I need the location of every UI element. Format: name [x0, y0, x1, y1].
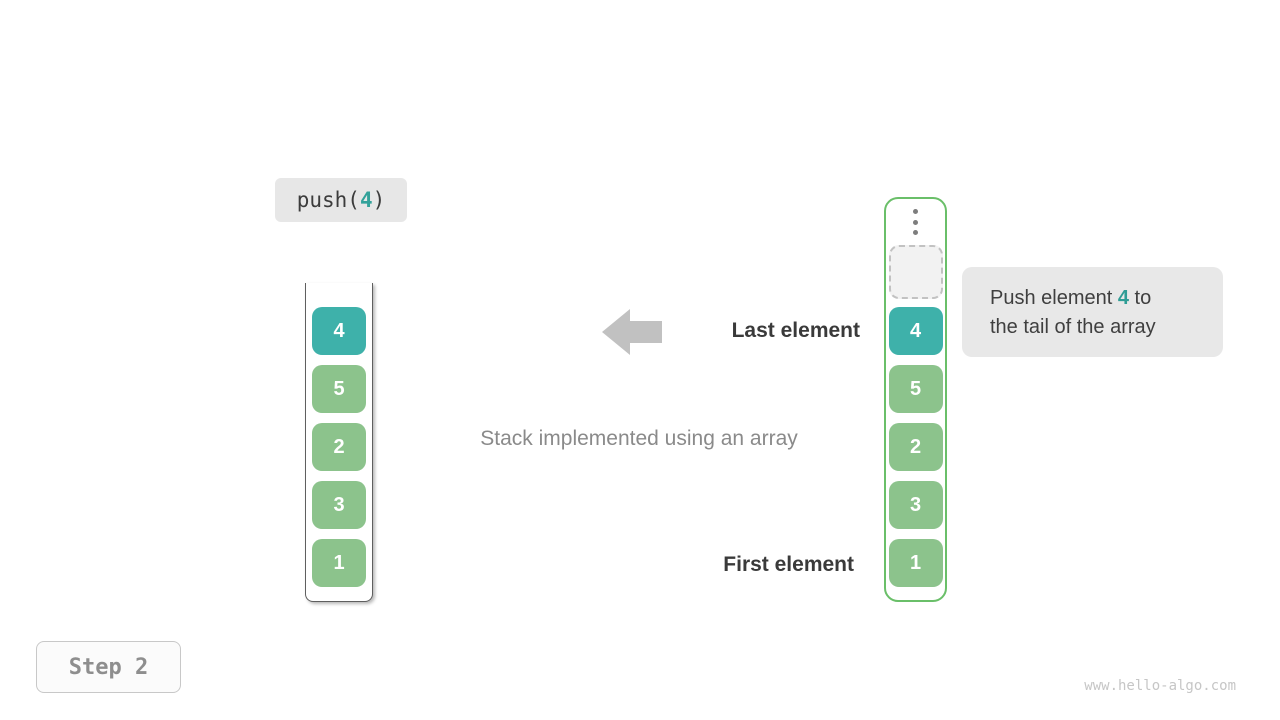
operation-suffix: ): [372, 188, 386, 212]
callout-value: 4: [1117, 287, 1129, 309]
first-element-label: First element: [723, 553, 854, 576]
stack-item: 4: [312, 307, 366, 355]
callout-line1-post: to: [1128, 287, 1152, 309]
operation-argument: 4: [359, 188, 373, 212]
array-item: 3: [888, 481, 943, 529]
array-container: 4 5 2 3 1: [884, 197, 947, 602]
array-item: 2: [888, 423, 943, 471]
callout-bubble: Push element 4 to the tail of the array: [962, 267, 1223, 357]
stack-item: 1: [312, 539, 366, 587]
callout-line1-pre: Push element: [990, 287, 1118, 309]
step-label: Step 2: [68, 654, 149, 680]
ellipsis-vertical-icon: [913, 209, 918, 235]
stack-item: 3: [312, 481, 366, 529]
stack-item: 5: [312, 365, 366, 413]
ellipsis-dot: [913, 230, 918, 235]
stack-item: 2: [312, 423, 366, 471]
empty-array-slot: [888, 245, 943, 299]
ellipsis-dot: [913, 219, 918, 225]
stack-container: 4 5 2 3 1: [305, 283, 373, 602]
ellipsis-dot: [913, 209, 918, 214]
diagram-caption: Stack implemented using an array: [480, 427, 798, 450]
watermark-url: www.hello-algo.com: [1084, 678, 1236, 694]
callout-line2: the tail of the array: [990, 316, 1156, 338]
array-item: 5: [888, 365, 943, 413]
step-badge: Step 2: [36, 641, 181, 693]
operation-label: push(4): [275, 178, 407, 222]
array-item: 4: [888, 307, 943, 355]
operation-prefix: push(: [296, 188, 360, 212]
last-element-label: Last element: [731, 319, 860, 342]
left-arrow-icon: [600, 306, 662, 358]
array-item: 1: [888, 539, 943, 587]
